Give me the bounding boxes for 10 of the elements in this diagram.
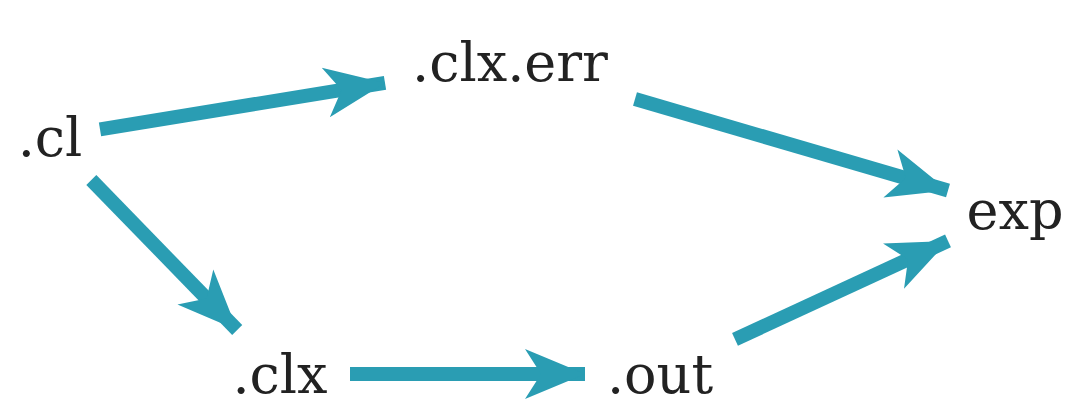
node-label: .out xyxy=(606,342,714,406)
node-label: .clx xyxy=(232,342,328,406)
arrow xyxy=(633,92,950,198)
arrow xyxy=(86,175,243,335)
arrow xyxy=(732,234,951,346)
node-label: .clx.err xyxy=(412,31,608,94)
node-label: .cl xyxy=(17,106,83,169)
arrow xyxy=(98,67,387,137)
arrow xyxy=(350,349,585,399)
node-label: exp xyxy=(966,178,1064,242)
